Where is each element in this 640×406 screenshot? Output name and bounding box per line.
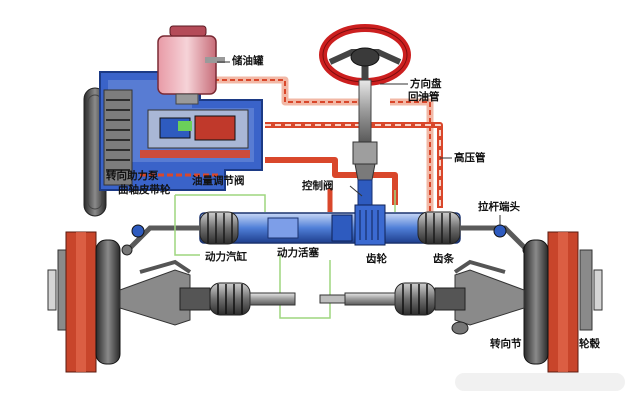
oil-reservoir-illustration [157, 25, 225, 105]
label-high-pressure-pipe: 高压管 [454, 152, 486, 164]
power-pump-illustration [99, 71, 263, 191]
right-wheel-illustration [319, 231, 603, 373]
label-steering-wheel: 方向盘 [410, 78, 442, 90]
label-flow-valve: 油量调节阀 [192, 175, 245, 187]
steering-wheel-illustration [319, 24, 411, 86]
watermark [455, 373, 625, 391]
label-power-pump: 转向助力泵 [106, 170, 159, 182]
label-return-pipe: 回油管 [408, 91, 440, 103]
rack-housing-illustration [199, 204, 461, 246]
label-hub: 轮毂 [579, 338, 600, 350]
label-knuckle: 转向节 [490, 338, 522, 350]
steering-column [352, 79, 378, 211]
label-crank-pulley: 曲轴皮带轮 [118, 184, 171, 196]
label-oil-reservoir: 储油罐 [232, 55, 264, 67]
label-ticks [217, 61, 501, 225]
label-tie-rod-end: 拉杆端头 [478, 201, 520, 213]
left-wheel-illustration [47, 231, 296, 373]
leader-lines [174, 190, 396, 319]
label-power-cylinder: 动力汽缸 [205, 251, 247, 263]
label-rack: 齿条 [433, 253, 454, 265]
label-control-valve: 控制阀 [302, 180, 334, 192]
high-pressure-pipe [265, 122, 443, 212]
label-power-piston: 动力活塞 [277, 247, 319, 259]
label-gear: 齿轮 [366, 253, 387, 265]
